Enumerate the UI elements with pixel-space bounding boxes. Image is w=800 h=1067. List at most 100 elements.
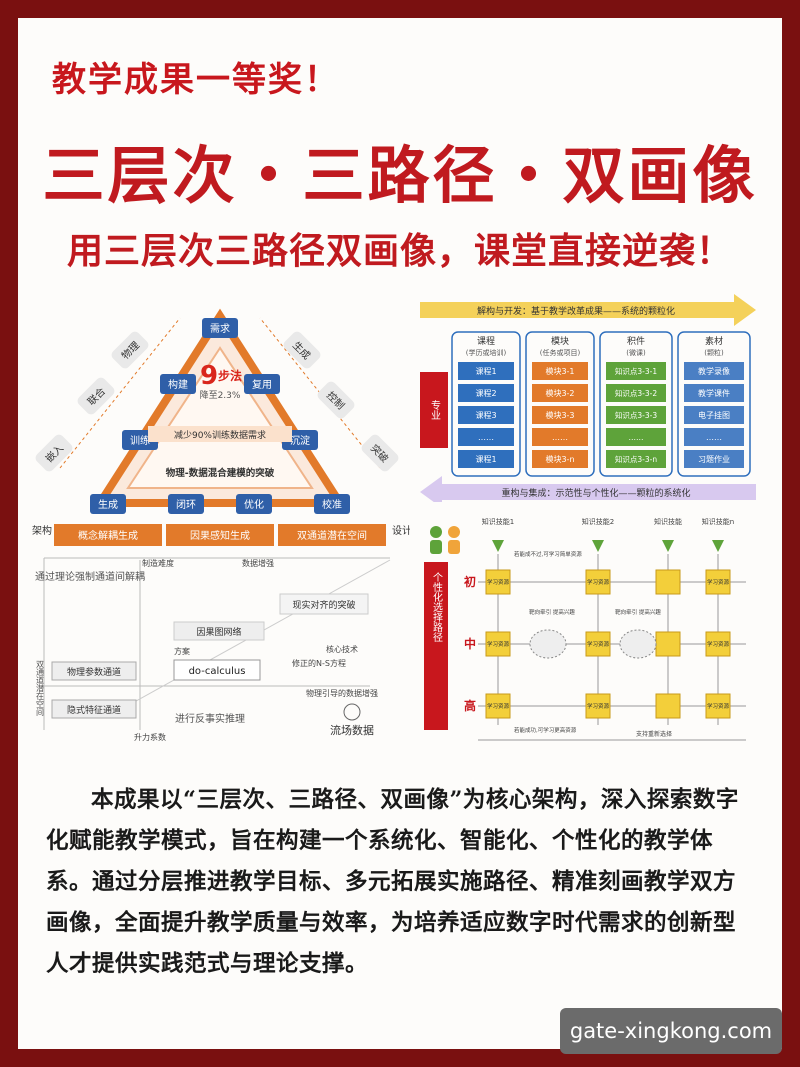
top-head: 知识技能1 — [482, 517, 514, 526]
col-item: 课程3 — [475, 411, 496, 420]
node-label: 生成 — [98, 498, 118, 511]
col-item: 课程1 — [475, 455, 496, 464]
triangle-right-labels: 生成 控制 突破 — [283, 331, 399, 472]
arch-tab: 因果感知生成 — [190, 529, 250, 542]
breakthrough-text: 物理-数据混合建模的突破 — [166, 467, 275, 479]
step-label: 步法 — [218, 368, 242, 383]
level-label: 高 — [464, 698, 476, 713]
col-item: 知识点3-3-2 — [615, 388, 657, 398]
note-top: 若能成不过,可学习简单资源 — [514, 550, 582, 558]
step-number: 9 — [200, 361, 218, 391]
arch-physics-guided: 物理引导的数据增强 — [306, 688, 378, 698]
col-item: …… — [629, 433, 644, 442]
node-label: 复用 — [252, 378, 272, 391]
arch-theory: 通过理论强制通道间解耦 — [35, 570, 145, 583]
col-item: 知识点3-3-1 — [615, 366, 657, 376]
path-side-label: 个性化选择路径 — [431, 572, 443, 642]
col-item: 模块3-3 — [545, 410, 574, 420]
mid-note: 靶向牵引 提高兴趣 — [529, 608, 575, 616]
node-label: 校准 — [322, 498, 342, 511]
col-title: 模块 — [551, 335, 569, 347]
node-label: 需求 — [210, 323, 230, 335]
path-diagram: 个性化选择路径 知识技能1 知识技能2 知识技能 知识技能n 初 中 高 学习资… — [424, 517, 746, 741]
level-label: 初 — [464, 574, 476, 589]
cell-label: 学习资源 — [487, 578, 510, 586]
architecture-diagram: 架构 设计 概念解耦生成 因果感知生成 双通道潜在空间 双通道潜在空间 通过理论… — [32, 524, 410, 742]
arch-right-title: 设计 — [392, 524, 410, 537]
arch-left-title: 架构 — [32, 524, 52, 537]
node-label: 构建 — [168, 378, 188, 391]
col-item: 习题作业 — [698, 454, 730, 464]
module-col-1: 模块 (任务或项目) 模块3-1 模块3-2 模块3-3 …… 模块3-n — [525, 331, 595, 477]
top-head: 知识技能 — [654, 517, 682, 526]
cell-label: 学习资源 — [587, 640, 610, 648]
arch-counterfactual: 进行反事实推理 — [175, 712, 245, 725]
award-heading: 教学成果一等奖！ — [52, 60, 340, 100]
col-sub: (微课) — [626, 348, 646, 357]
col-item: 知识点3-3-3 — [615, 410, 657, 420]
col-item: 模块3-n — [545, 454, 574, 464]
watermark-badge[interactable]: gate-xingkong.com — [560, 1008, 782, 1054]
col-item: 课程2 — [475, 389, 496, 398]
col-item: …… — [552, 433, 568, 442]
col-item: …… — [478, 433, 494, 442]
reduce-text: 减少90%训练数据需求 — [174, 429, 266, 441]
cell-label: 学习资源 — [587, 702, 610, 710]
col-sub: (学历或培训) — [466, 348, 507, 357]
col-sub: (任务或项目) — [540, 348, 581, 357]
arch-ns: 修正的N-S方程 — [292, 658, 346, 668]
module-diagram: 解构与开发：基于教学改革成果——系统的颗粒化 专业 课程 (学历或培训) 课程1… — [420, 294, 756, 502]
arch-data-enhance: 数据增强 — [242, 558, 274, 568]
cell-label: 学习资源 — [707, 640, 730, 648]
bottom-arrow-text: 重构与集成：示范性与个性化——颗粒的系统化 — [501, 487, 690, 499]
mid-note: 靶向牵引 提高兴趣 — [615, 608, 661, 616]
cell-label: 学习资源 — [487, 640, 510, 648]
node-label: 训练 — [130, 434, 150, 447]
arch-docalc: do-calculus — [189, 666, 246, 677]
col-item: 电子挂图 — [698, 410, 730, 420]
arch-scheme: 方案 — [174, 646, 190, 656]
col-title: 积件 — [627, 335, 645, 347]
cell-label: 学习资源 — [487, 702, 510, 710]
level-label: 中 — [464, 636, 476, 651]
col-title: 课程 — [477, 336, 495, 347]
node-label: 闭环 — [176, 498, 196, 511]
col-item: 模块3-1 — [545, 366, 574, 376]
node-label: 优化 — [244, 498, 264, 511]
col-sub: (颗粒) — [704, 348, 724, 357]
col-item: 教学录像 — [698, 366, 730, 376]
col-item: 教学课件 — [698, 388, 730, 398]
arch-lift: 升力系数 — [134, 732, 166, 742]
arch-core: 核心技术 — [326, 644, 358, 654]
module-col-0: 课程 (学历或培训) 课程1 课程2 课程3 …… 课程1 — [451, 331, 521, 477]
note-reselect: 支持重新选择 — [636, 730, 672, 738]
cell-label: 学习资源 — [707, 702, 730, 710]
arch-phys-channel: 物理参数通道 — [67, 666, 121, 678]
note-bottom: 若能成功,可学习更高资源 — [514, 726, 577, 734]
arch-causal: 因果图网络 — [196, 626, 241, 638]
subtitle: 用三层次三路径双画像，课堂直接逆袭！ — [66, 231, 733, 272]
boost-text: 降至2.3% — [200, 389, 241, 401]
arch-difficulty: 制造难度 — [142, 558, 174, 568]
module-side-label: 专业 — [429, 399, 441, 420]
col-item: …… — [706, 433, 722, 442]
summary-paragraph: 本成果以“三层次、三路径、双画像”为核心架构，深入探索数字化赋能教学模式，旨在构… — [46, 787, 739, 977]
triangle-diagram: 物理 联合 嵌入 生成 控制 突破 需求 构建 复用 训练 沉淀 生成 闭环 优… — [35, 308, 399, 514]
arch-side-label: 双通道潜在空间 — [36, 660, 45, 717]
arch-latent-channel: 隐式特征通道 — [67, 704, 121, 716]
triangle-left-labels: 物理 联合 嵌入 — [35, 331, 149, 472]
module-col-2: 积件 (微课) 知识点3-3-1 知识点3-3-2 知识点3-3-3 …… 知识点3-3… — [599, 331, 673, 477]
top-arrow-text: 解构与开发：基于教学改革成果——系统的颗粒化 — [477, 305, 675, 317]
node-label: 沉淀 — [290, 434, 310, 447]
top-head: 知识技能2 — [582, 517, 614, 526]
col-item: 课程1 — [475, 367, 496, 376]
cell-label: 学习资源 — [707, 578, 730, 586]
arch-tab: 双通道潜在空间 — [297, 529, 367, 542]
arch-tab: 概念解耦生成 — [78, 529, 138, 542]
col-title: 素材 — [705, 335, 723, 347]
arch-flow: 流场数据 — [330, 723, 374, 737]
col-item: 模块3-2 — [545, 388, 574, 398]
col-item: 知识点3-3-n — [615, 454, 657, 464]
cell-label: 学习资源 — [587, 578, 610, 586]
